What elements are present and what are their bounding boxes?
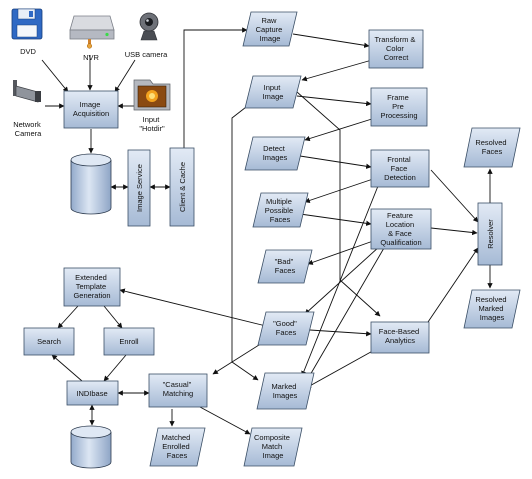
svg-text:Search: Search — [37, 337, 61, 346]
edge-feature-resolver — [430, 227, 478, 236]
edge-frontal-resolver — [430, 169, 479, 223]
svg-text:Resolver: Resolver — [486, 219, 495, 249]
svg-text:INDIbase: INDIbase — [76, 389, 107, 398]
edge-dvd-acquisition — [41, 59, 69, 93]
transform-color-correct-box: Transform & Color Correct — [368, 29, 424, 69]
search-box: Search — [23, 327, 75, 356]
edge-analytics-marked — [305, 347, 379, 389]
svg-text:Matched Enrolled F: Matched Enrolled Faces — [162, 433, 193, 460]
image-service-box: Image Service — [127, 149, 151, 227]
feature-location-qualification-box: Feature Location & Face Qualification — [370, 208, 432, 250]
photo-folder-icon — [133, 79, 171, 111]
enroll-box: Enroll — [103, 327, 155, 356]
connectors — [41, 27, 493, 435]
detect-images-parallelogram: Detect Images — [244, 136, 306, 171]
svg-text:Client & Cache: Client & Cache — [178, 162, 187, 212]
svg-text:"Bad" Faces: "Bad" Faces — [275, 257, 296, 275]
svg-text:Extended Template: Extended Template Generation — [73, 273, 110, 300]
database-cylinder-icon — [70, 153, 112, 215]
indibase-box: INDIbase — [66, 380, 119, 406]
good-faces-parallelogram: "Good" Faces — [257, 311, 315, 346]
edge-indibase-search — [51, 354, 83, 382]
svg-text:Resolved Marked Im: Resolved Marked Images — [475, 295, 508, 322]
svg-text:Enroll: Enroll — [119, 337, 139, 346]
svg-text:"Casual" Matching: "Casual" Matching — [163, 380, 194, 398]
edge-feature-bad — [307, 239, 377, 265]
edge-client-rawcapture — [183, 27, 248, 148]
svg-text:Image Service: Image Service — [135, 164, 144, 212]
floppy-disk-icon — [11, 8, 43, 40]
svg-text:Resolved Faces: Resolved Faces — [475, 138, 508, 156]
edge-good-template — [119, 288, 267, 327]
security-camera-icon — [13, 80, 41, 103]
edge-good-analytics — [309, 329, 372, 337]
usb-camera-label: USB camera — [125, 50, 168, 59]
resolver-box: Resolver — [477, 202, 503, 266]
frame-pre-processing-box: Frame Pre Processing — [370, 87, 428, 127]
raw-capture-image-parallelogram: Raw Capture Image — [242, 11, 298, 47]
frontal-face-detection-box: Frontal Face Detection — [370, 149, 430, 188]
extended-template-generation-box: Extended Template Generation — [63, 267, 121, 307]
svg-text:Frame Pre Processi: Frame Pre Processing — [380, 93, 417, 120]
svg-text:Detect Images: Detect Images — [263, 144, 288, 162]
edge-raw-transform — [292, 33, 370, 48]
edge-frontal-marked — [301, 185, 379, 377]
database-cylinder-icon-bottom — [70, 425, 112, 469]
edge-framepre-detect — [304, 117, 376, 142]
edge-casual-composite — [199, 406, 251, 435]
bad-faces-parallelogram: "Bad" Faces — [257, 249, 313, 284]
edge-transform-input — [301, 59, 373, 82]
svg-text:Feature Location &: Feature Location & Face Qualification — [380, 211, 421, 247]
edge-feature-marked — [305, 247, 385, 383]
svg-text:Input Image: Input Image — [263, 83, 284, 101]
client-cache-box: Client & Cache — [169, 147, 195, 227]
edge-enroll-indibase — [103, 354, 127, 382]
svg-text:Transform & Color: Transform & Color Correct — [374, 35, 417, 62]
edge-frontal-multiple — [304, 177, 377, 204]
webcam-icon — [139, 12, 159, 41]
svg-text:Frontal Face Detec: Frontal Face Detection — [384, 155, 416, 182]
svg-text:Multiple Possible: Multiple Possible Faces — [265, 197, 295, 224]
hard-drive-icon — [69, 15, 115, 49]
svg-text:Marked Images: Marked Images — [271, 382, 298, 400]
svg-text:Image Acquisition: Image Acquisition — [73, 100, 109, 118]
edge-detect-frontal — [299, 155, 372, 169]
edge-input-framepre — [296, 95, 372, 107]
edge-template-search — [57, 305, 79, 329]
edge-input-analytics — [296, 91, 381, 317]
input-hotdir-label: Input "Hotdir" — [139, 115, 165, 133]
edge-analytics-resolver — [427, 247, 479, 323]
edge-input-marked — [231, 103, 259, 381]
nvr-label: NVR — [83, 53, 99, 62]
svg-text:"Good" Faces: "Good" Faces — [273, 319, 299, 337]
edge-usb-acquisition — [114, 59, 136, 93]
dvd-label: DVD — [20, 47, 36, 56]
matched-enrolled-faces-parallelogram: Matched Enrolled Faces — [149, 427, 206, 467]
input-image-parallelogram: Input Image — [244, 75, 302, 109]
network-camera-label: Network Camera — [13, 120, 43, 138]
svg-text:Raw Capture Image: Raw Capture Image — [256, 16, 285, 43]
edge-feature-good — [304, 245, 381, 315]
composite-match-image-parallelogram: Composite Match Image — [243, 427, 303, 467]
image-acquisition-box: Image Acquisition — [63, 90, 119, 129]
marked-images-parallelogram: Marked Images — [256, 372, 315, 410]
resolved-marked-images-parallelogram: Resolved Marked Images — [463, 289, 521, 329]
edge-multiple-feature — [299, 213, 372, 226]
edge-template-enroll — [103, 305, 123, 329]
multiple-possible-faces-parallelogram: Multiple Possible Faces — [252, 192, 309, 228]
face-based-analytics-box: Face-Based Analytics — [370, 321, 430, 354]
casual-matching-box: "Casual" Matching — [148, 373, 208, 408]
svg-text:Composite Match Im: Composite Match Image — [254, 433, 292, 460]
svg-text:Face-Based Analytics: Face-Based Analytics — [379, 327, 422, 345]
resolved-faces-parallelogram: Resolved Faces — [463, 127, 521, 168]
